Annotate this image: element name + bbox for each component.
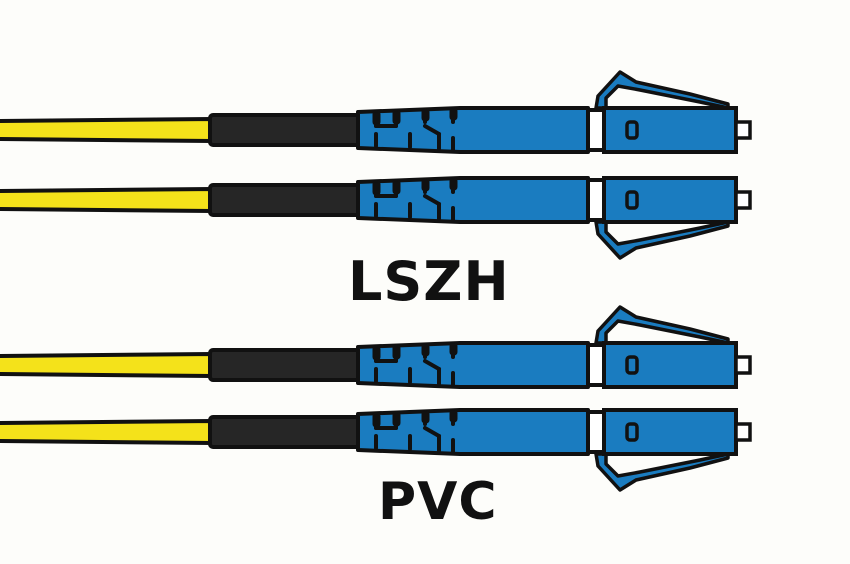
lszh-group [0, 70, 752, 260]
pvc-cable-bottom [0, 408, 752, 492]
lszh-cable-bottom [0, 176, 752, 260]
pvc-label: PVC [378, 472, 498, 532]
pvc-cable-top [0, 305, 752, 389]
pvc-group [0, 305, 752, 492]
lszh-label: LSZH [348, 250, 510, 313]
lszh-cable-top [0, 70, 752, 154]
